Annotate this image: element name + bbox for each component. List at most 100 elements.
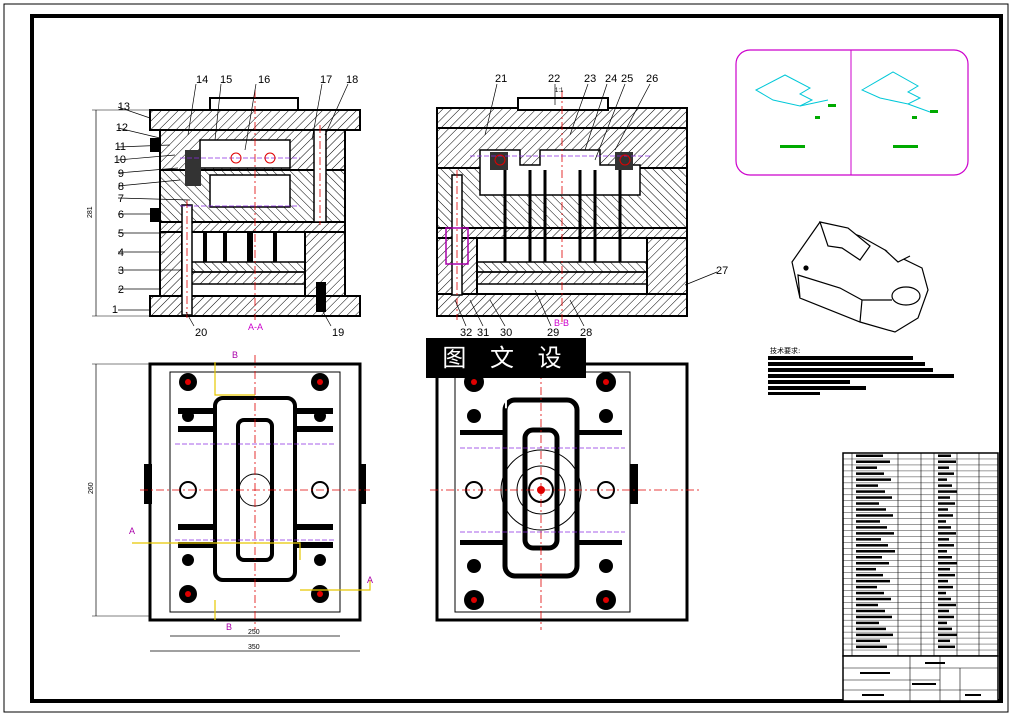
section-marker-a-left: A [129,526,135,536]
parts-list-cell-text [856,490,885,493]
part-number-30: 30 [500,327,512,339]
parts-list-cell-text [856,472,884,475]
outer-border [3,3,1009,713]
parts-list-cell-text [938,585,953,589]
label-section-a-a: A-A [248,322,263,332]
part-number-19: 19 [332,327,344,339]
parts-list-cell-text [938,573,955,577]
parts-list-cell-text [938,603,956,607]
part-number-7: 7 [118,193,124,205]
part-number-3: 3 [118,265,124,277]
parts-list-cell-text [856,508,886,511]
parts-list-cell-text [856,633,893,637]
parts-list-cell-text [938,502,955,505]
parts-list-cell-text [938,478,947,481]
parts-list-cell-text [856,502,879,505]
parts-list-cell-text [856,478,891,481]
part-number-9: 9 [118,168,124,180]
part-number-26: 26 [646,73,658,85]
part-number-14: 14 [196,74,208,86]
parts-list-cell-text [856,579,890,583]
part-number-6: 6 [118,209,124,221]
isometric-part-view [791,221,929,333]
parts-list-cell-text [938,460,956,463]
dim-plan-width-outer: 350 [248,644,260,651]
parts-list-cell-text [856,591,884,595]
parts-list-cell-text [938,484,952,487]
parts-list-cell-text [938,621,947,625]
part-number-4: 4 [118,247,124,259]
dim-plan-height: 260 [88,482,95,494]
parts-list-cell-text [856,538,881,541]
parts-list-cell-text [856,550,895,553]
part-number-8: 8 [118,181,124,193]
parts-list-cell-text [938,526,951,529]
label-section-b-b: B-B [554,318,569,328]
parts-list-cell-text [938,627,952,631]
section-marker-a-right: A [367,575,373,585]
part-number-11: 11 [115,141,126,153]
watermark-banner: 图 文 设 计 [426,338,586,412]
part-number-27: 27 [716,265,728,277]
parts-list-cell-text [856,496,892,499]
plan-view-fixed-half [430,355,700,630]
parts-list-cell-text [856,645,887,649]
part-number-12: 12 [116,122,128,134]
parts-list-cell-text [938,556,952,559]
parting-sketch-inset [735,49,969,176]
parts-list-cell-text [856,627,886,631]
parts-list-cell-text [856,526,887,529]
parts-list-cell-text [938,508,948,511]
part-number-23: 23 [584,73,596,85]
parts-list-cell-text [856,603,878,607]
side-section-view: B-B 1:1 21 22 23 24 25 [436,73,728,339]
front-section-view: 281 A-A [87,74,361,339]
parts-list-cell-text [938,544,954,547]
technical-notes-block [768,356,954,395]
parts-list-cell-text [938,550,947,553]
parts-list-cell-text [856,556,882,559]
parts-list-cell-text [856,615,892,619]
parts-list-cell-text [938,454,951,457]
part-number-31: 31 [477,327,489,339]
part-number-13: 13 [118,101,130,113]
dim-plan-width-inner: 250 [248,629,260,636]
part-number-5: 5 [118,228,124,240]
parts-list-cell-text [938,532,956,535]
parts-list-cell-text [856,621,879,625]
part-number-22: 22 [548,73,560,85]
part-number-25: 25 [621,73,633,85]
part-number-10: 10 [114,154,126,166]
parts-list-cell-text [856,609,885,613]
parts-list-cell-text [938,597,951,601]
part-number-17: 17 [320,74,332,86]
part-number-32: 32 [460,327,472,339]
parts-list-cell-text [856,520,880,523]
parts-list-cell-text [938,490,957,493]
parts-list-cell-text [856,460,890,463]
parts-list-cell-text [856,454,883,457]
parts-list-cell-text [856,597,891,601]
part-number-24: 24 [605,73,617,85]
part-number-21: 21 [495,73,507,85]
part-number-28: 28 [580,327,592,339]
parts-list-cell-text [938,591,946,595]
label-parting-scale: 1:1 [555,88,564,94]
parts-list-cell-text [938,520,946,523]
section-marker-b-bottom: B [226,622,232,632]
part-number-2: 2 [118,284,124,296]
dim-front-height: 281 [87,206,94,218]
parts-list-cell-text [938,514,953,517]
parts-list-cell-text [856,567,876,571]
parts-list-cell-text [856,639,880,643]
parts-list-cell-text [938,645,955,649]
inner-border [30,14,1003,703]
parts-list-table [842,452,999,657]
parts-list-cell-text [938,561,957,565]
part-number-15: 15 [220,74,232,86]
parts-list-cell-text [938,538,949,541]
title-block [842,655,999,702]
parts-list-cell-text [856,561,889,565]
